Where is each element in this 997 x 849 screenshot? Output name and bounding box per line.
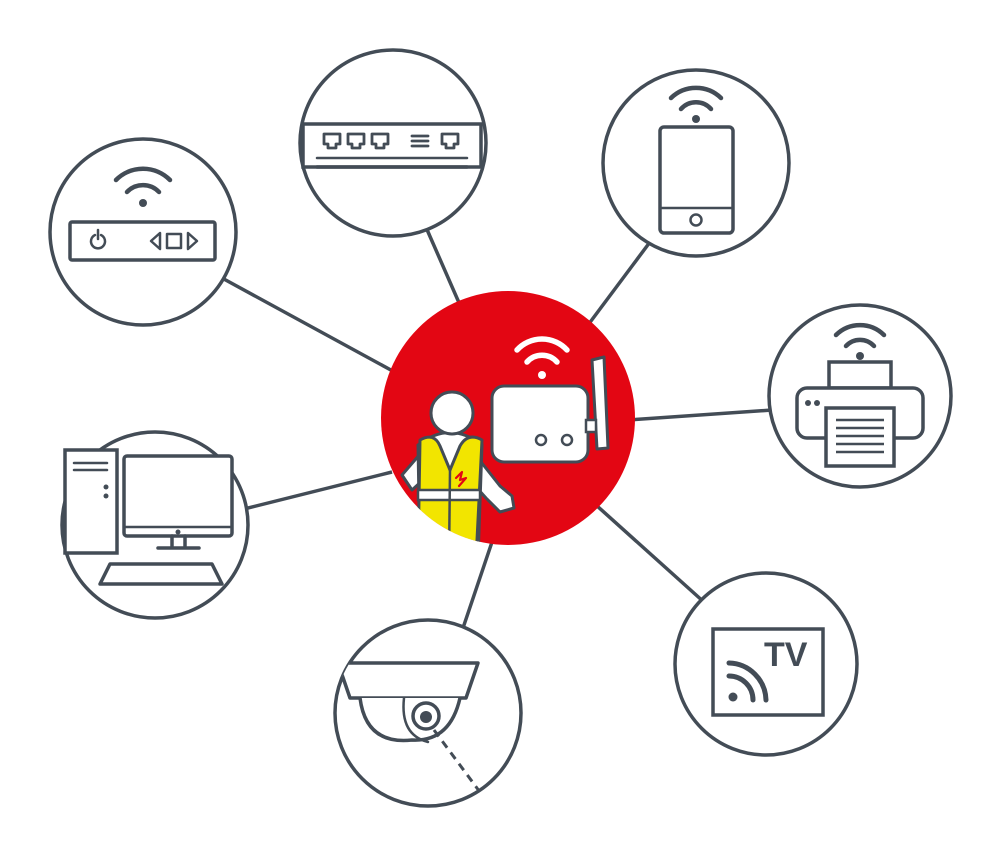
connector-smartphone [586,240,652,327]
connector-set-top-box [221,276,401,377]
smart-tv-node: TV [673,571,859,757]
connector-network-switch [423,224,462,306]
desktop-computer-icon [63,448,234,586]
smartphone-node [601,68,791,258]
central-hub [381,291,635,545]
desktop-computer-node [60,430,250,620]
vest-logo [454,470,468,488]
connector-desktop [239,470,393,512]
connector-tv [594,503,707,605]
printer-node [767,303,953,489]
printer-icon [795,322,925,468]
security-camera-node [333,618,523,808]
tv-label: TV [764,636,808,674]
set-top-box-node [48,137,238,327]
hub-wifi-icon [514,336,570,379]
connector-printer [627,408,773,422]
network-switch-node [298,48,488,238]
network-switch-icon [301,122,483,169]
gateway-device [490,355,610,464]
smart-tv-icon: TV [711,627,825,717]
security-camera-icon [336,661,490,804]
set-top-box-icon [68,166,217,262]
connector-lines [221,224,773,629]
connector-camera [461,541,494,629]
technician-head [429,390,475,436]
smartphone-icon [658,85,735,235]
